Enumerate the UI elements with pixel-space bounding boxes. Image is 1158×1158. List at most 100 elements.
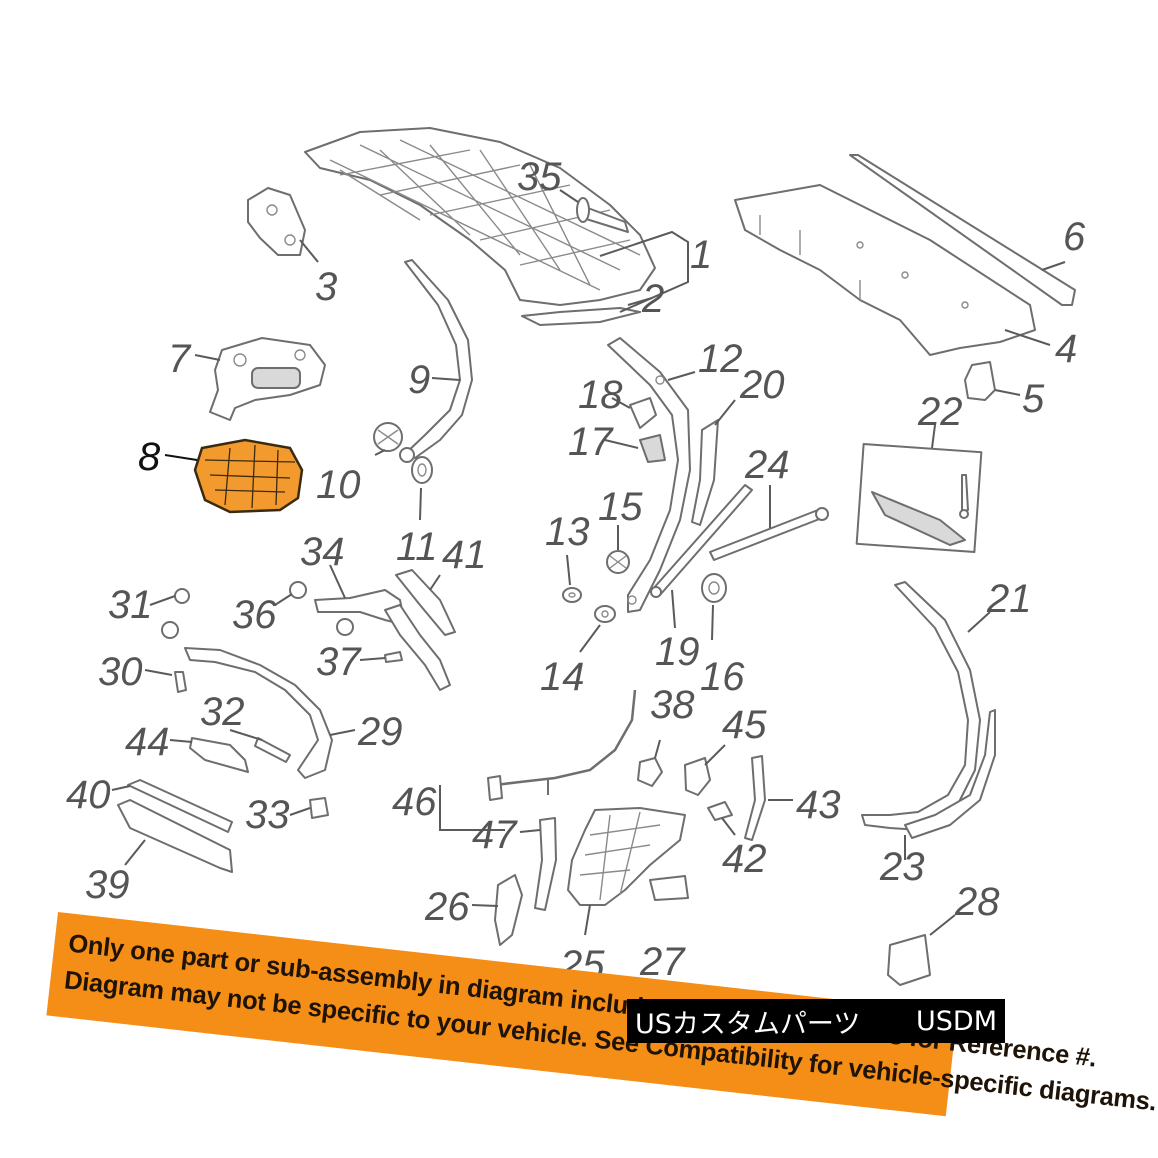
part-21-curved-trim	[861, 581, 996, 839]
leader-1	[599, 230, 689, 313]
leader-35	[559, 189, 579, 203]
part-20-strip	[691, 419, 719, 526]
callout-7: 7	[168, 337, 192, 381]
leader-37	[359, 657, 386, 661]
part-42-clip	[707, 801, 733, 821]
callout-41: 41	[442, 533, 487, 577]
leader-47	[519, 829, 541, 833]
leader-19	[671, 589, 676, 629]
leader-10	[374, 449, 386, 456]
leader-26	[471, 904, 499, 907]
part-4-panel	[734, 184, 1036, 356]
leader-9	[431, 377, 461, 381]
part-18-bracket	[629, 397, 657, 429]
leader-42	[721, 817, 736, 836]
leader-8	[164, 454, 198, 461]
leader-34	[329, 564, 346, 599]
watermark-shop-name: USカスタムパーツ	[635, 1008, 861, 1040]
leader-41	[429, 574, 441, 591]
callout-20: 20	[739, 363, 785, 407]
leader-17	[604, 439, 639, 449]
leader-45	[704, 744, 726, 766]
part-29-linkage	[184, 647, 333, 779]
leader-36	[274, 593, 293, 606]
callout-13: 13	[545, 510, 590, 554]
callout-9: 9	[408, 358, 430, 402]
leader-28	[929, 914, 956, 936]
leader-3	[299, 239, 319, 263]
leader-44	[169, 739, 193, 743]
part-10-disc	[373, 422, 403, 452]
callout-44: 44	[125, 720, 170, 764]
leader-11	[419, 487, 422, 521]
part-45-bracket	[684, 757, 711, 796]
callout-39: 39	[85, 863, 130, 907]
part-31-fasteners	[161, 588, 190, 639]
leader-40	[111, 785, 131, 791]
leader-39	[124, 839, 146, 866]
callout-8: 8	[138, 435, 161, 479]
part-36-fasteners	[289, 581, 354, 636]
part-35-bolt	[576, 197, 629, 233]
callout-28: 28	[954, 880, 1000, 924]
callout-5: 5	[1022, 377, 1045, 421]
part-3-hinge-bracket	[247, 187, 306, 256]
leader-33	[289, 807, 311, 816]
part-38-cap	[637, 757, 663, 787]
part-19-strut	[650, 484, 753, 598]
leader-18	[611, 397, 631, 409]
part-13-washer	[562, 587, 582, 603]
callout-11: 11	[396, 525, 438, 569]
leader-5	[994, 389, 1021, 396]
part-28-latch	[887, 934, 931, 986]
callout-30: 30	[98, 650, 143, 694]
leader-2	[627, 297, 653, 306]
part-39-strip	[117, 799, 233, 873]
callout-10: 10	[316, 463, 361, 507]
callout-29: 29	[357, 710, 403, 754]
callout-4: 4	[1055, 327, 1077, 371]
part-37-arm	[384, 604, 451, 691]
part-14-washer	[594, 605, 616, 623]
leader-38	[654, 739, 661, 759]
part-40-strip	[127, 779, 233, 833]
part-32-pin	[254, 737, 291, 763]
callout-26: 26	[424, 885, 470, 929]
part-16-grommet	[701, 573, 727, 603]
callout-6: 6	[1063, 215, 1086, 259]
callout-45: 45	[722, 703, 767, 747]
callout-14: 14	[540, 655, 585, 699]
callout-32: 32	[200, 690, 245, 734]
leader-7	[194, 354, 221, 361]
leader-46	[439, 785, 505, 831]
callout-22: 22	[917, 390, 963, 434]
callout-33: 33	[245, 793, 290, 837]
part-44-bracket	[189, 737, 249, 773]
part-7-motor-assembly	[209, 337, 326, 421]
part-30-bolt	[174, 671, 187, 693]
part-1-deck-lid-frame	[304, 127, 656, 326]
callout-15: 15	[598, 485, 643, 529]
callout-31: 31	[108, 583, 153, 627]
leader-32	[229, 729, 263, 741]
callout-17: 17	[568, 420, 614, 464]
watermark-usdm: USDM	[916, 1005, 997, 1037]
callout-35: 35	[517, 155, 562, 199]
callout-23: 23	[879, 845, 925, 889]
callout-12: 12	[698, 337, 743, 381]
leader-14	[579, 624, 601, 653]
leader-20	[714, 399, 736, 426]
callout-21: 21	[986, 577, 1032, 621]
leader-4	[1004, 329, 1051, 346]
part-33-clip	[309, 797, 329, 819]
callout-2: 2	[641, 277, 664, 321]
callout-3: 3	[315, 265, 337, 309]
leader-25	[584, 904, 591, 936]
callout-19: 19	[655, 630, 700, 674]
leader-30	[144, 669, 173, 676]
leader-16	[711, 604, 714, 641]
callout-46: 46	[392, 780, 437, 824]
callout-18: 18	[578, 373, 623, 417]
part-22-kit-box	[855, 443, 983, 553]
